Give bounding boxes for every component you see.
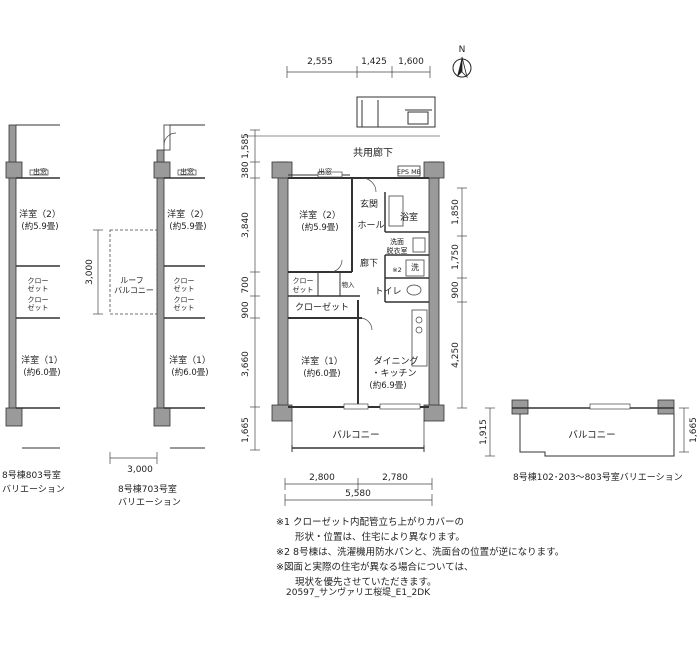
var803-room2-size: (約5.9畳)	[21, 221, 58, 232]
left-dim-1: 1,585	[241, 133, 251, 159]
main-closet-label-1: クロー	[293, 277, 314, 285]
left-dim-6: 3,660	[241, 351, 251, 377]
left-dim-7: 1,665	[241, 417, 251, 443]
main-out-window-label: 出窓	[318, 167, 332, 176]
toilet-label: トイレ	[374, 287, 401, 297]
dk-size: (約6.9畳)	[369, 380, 406, 391]
right-dim-4: 4,250	[451, 342, 461, 368]
var803-room1-size: (約6.0畳)	[23, 367, 60, 378]
main-room1-size: (約6.0畳)	[303, 368, 340, 379]
storage-label: 物入	[342, 280, 356, 289]
variation-703-plan	[93, 124, 205, 464]
top-dim-2: 1,425	[361, 57, 387, 67]
note-line: ※図面と実際の住宅が異なる場合については、	[276, 562, 474, 573]
dk-label-2: ・キッチン	[371, 368, 416, 379]
drawing-code: 20597_サンヴァリエ桜堤_E1_2DK	[286, 588, 431, 598]
var703-closet-1b: ゼット	[174, 284, 195, 293]
top-dim-3: 1,600	[398, 57, 424, 67]
north-label: N	[459, 45, 466, 55]
var703-dim-v: 3,000	[85, 259, 95, 285]
bottom-dim-1: 2,800	[309, 473, 335, 483]
washroom-label-1: 洗面	[390, 237, 404, 246]
note-mark-2: ※2	[392, 266, 402, 274]
var703-caption-1: 8号棟703号室	[118, 483, 177, 495]
var703-room2-label: 洋室（2）	[167, 208, 209, 220]
variation-803-plan	[5, 124, 60, 449]
var803-caption-2: バリエーション	[2, 484, 65, 495]
main-balcony-label: バルコニー	[332, 430, 379, 441]
main-room2-label: 洋室（2）	[299, 209, 341, 221]
var703-room2-size: (約5.9畳)	[169, 221, 206, 232]
var703-closet-2b: ゼット	[174, 303, 195, 312]
eps-mb-label: EPS MB	[397, 168, 421, 176]
corridor-label: 共用廊下	[353, 146, 393, 159]
laundry-label: 洗	[411, 262, 419, 272]
var803-room2-label: 洋室（2）	[19, 208, 61, 220]
hallway-label: 廊下	[360, 257, 378, 269]
var703-caption-2: バリエーション	[118, 497, 181, 508]
left-dim-4: 900	[241, 301, 251, 318]
var-balcony-dim-left: 1,915	[479, 419, 489, 445]
corridor-piece	[356, 96, 436, 128]
var703-room1-label: 洋室（1）	[169, 354, 211, 366]
var803-out-window-label: 出窓	[33, 167, 47, 176]
bottom-dimension-line	[284, 478, 433, 506]
var703-roof-label-1: ルーフ	[120, 276, 144, 285]
var703-room1-size: (約6.0畳)	[171, 367, 208, 378]
right-dim-2: 1,750	[451, 244, 461, 270]
var803-closet-2b: ゼット	[28, 303, 49, 312]
left-dim-5: 700	[241, 276, 251, 293]
right-dimension-line	[457, 187, 467, 409]
washroom-label-2: 脱衣室	[387, 246, 408, 255]
note-line: ※1 クローゼット内配管立ち上がりカバーの	[276, 517, 465, 528]
var703-out-window-label: 出窓	[180, 167, 194, 176]
var-balcony-dim-right: 1,665	[689, 417, 699, 443]
left-dim-2: 380	[241, 161, 251, 178]
var803-caption-1: 8号棟803号室	[2, 469, 61, 481]
notes-block: ※1 クローゼット内配管立ち上がりカバーの 形状・位置は、住宅により異なります。…	[276, 515, 564, 590]
main-balcony	[291, 420, 425, 452]
bottom-dim-2: 2,780	[382, 473, 408, 483]
left-dim-3: 3,840	[241, 212, 251, 238]
north-arrow-icon	[452, 56, 472, 79]
note-line: 形状・位置は、住宅により異なります。	[276, 532, 465, 543]
var703-roof-label-2: バルコニー	[114, 286, 154, 295]
bottom-dim-total: 5,580	[345, 489, 371, 499]
var-balcony-label: バルコニー	[568, 430, 615, 441]
variation-balcony-plan	[485, 399, 689, 457]
main-unit-walls	[271, 161, 445, 422]
var803-closet-2a: クロー	[28, 296, 49, 304]
var703-closet-1a: クロー	[174, 277, 195, 285]
right-dim-3: 900	[451, 281, 461, 298]
note-line: 現状を優先させていただきます。	[276, 577, 437, 588]
main-room1-label: 洋室（1）	[301, 355, 343, 367]
var803-room1-label: 洋室（1）	[21, 354, 63, 366]
dk-label-1: ダイニング	[373, 355, 418, 367]
left-dimension-line	[250, 129, 260, 451]
bath-label: 浴室	[400, 211, 418, 223]
var803-closet-1a: クロー	[28, 277, 49, 285]
wide-closet-label: クローゼット	[295, 301, 349, 313]
main-room2-size: (約5.9畳)	[301, 222, 338, 233]
var703-closet-2a: クロー	[174, 296, 195, 304]
var703-dim-h: 3,000	[127, 465, 153, 475]
entrance-label: 玄関	[360, 198, 378, 210]
var803-closet-1b: ゼット	[28, 284, 49, 293]
hall-label: ホール	[357, 220, 384, 231]
top-dim-1: 2,555	[307, 57, 333, 67]
main-closet-label-2: ゼット	[293, 285, 314, 294]
note-line: ※2 8号棟は、洗濯機用防水パンと、洗面台の位置が逆になります。	[276, 547, 565, 558]
right-dim-1: 1,850	[451, 199, 461, 225]
top-dimension-line	[286, 66, 431, 78]
var-balcony-caption: 8号棟102･203～803号室バリエーション	[513, 471, 683, 483]
